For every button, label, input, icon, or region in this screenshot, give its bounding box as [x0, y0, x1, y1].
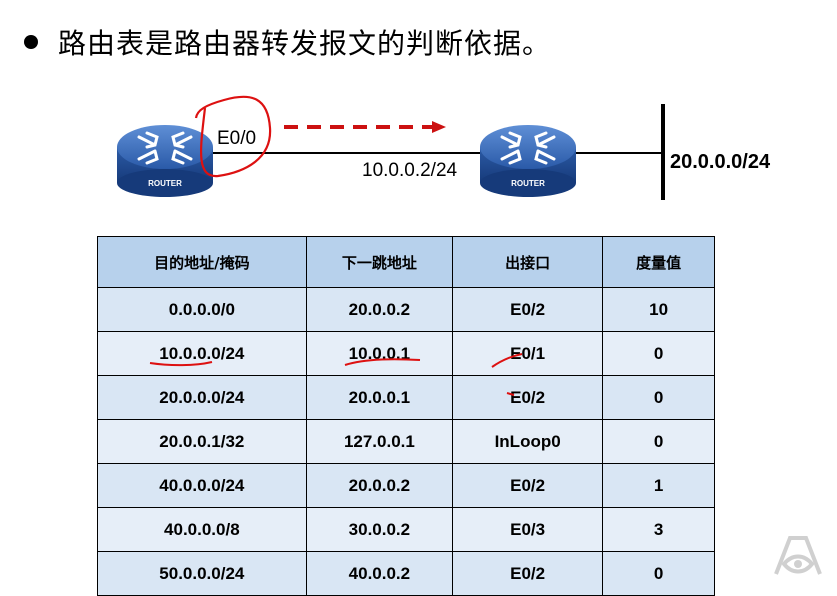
- heading-text: 路由表是路由器转发报文的判断依据。: [58, 27, 552, 60]
- interface-label: E0/0: [217, 128, 257, 149]
- table-row: 20.0.0.1/32 127.0.0.1 InLoop0 0: [97, 419, 715, 464]
- cell-destination: 40.0.0.0/24: [97, 463, 307, 508]
- cell-next-hop: 20.0.0.2: [305, 463, 454, 508]
- header-next-hop: 下一跳地址: [305, 236, 454, 288]
- cell-destination: 40.0.0.0/8: [97, 507, 307, 552]
- cell-next-hop: 20.0.0.1: [305, 375, 454, 420]
- router-right-icon: ROUTER: [480, 125, 576, 197]
- cell-destination: 20.0.0.1/32: [97, 419, 307, 464]
- cell-interface: E0/2: [452, 551, 604, 596]
- link-address-label: 10.0.0.2/24: [362, 160, 458, 181]
- header-metric: 度量值: [602, 236, 715, 288]
- table-header-row: 目的地址/掩码 下一跳地址 出接口 度量值: [97, 236, 715, 288]
- watermark-logo-icon: [774, 536, 822, 575]
- cell-interface: E0/3: [452, 507, 604, 552]
- cell-metric: 0: [602, 419, 715, 464]
- network-label: 20.0.0.0/24: [670, 151, 771, 173]
- cell-interface: E0/2: [452, 375, 604, 420]
- table-row: 10.0.0.0/24 10.0.0.1 E0/1 0: [97, 331, 715, 376]
- header-destination: 目的地址/掩码: [97, 236, 307, 288]
- bullet-dot: [24, 35, 38, 49]
- cell-next-hop: 127.0.0.1: [305, 419, 454, 464]
- forward-arrow-head: [432, 121, 446, 133]
- cell-interface: InLoop0: [452, 419, 604, 464]
- router-left-icon: ROUTER: [117, 125, 213, 197]
- interface-highlight-circle: [194, 95, 272, 178]
- router-left-label: ROUTER: [148, 179, 182, 188]
- cell-destination: 0.0.0.0/0: [97, 287, 307, 332]
- heading-line: 路由表是路由器转发报文的判断依据。: [24, 22, 551, 62]
- cell-destination: 50.0.0.0/24: [97, 551, 307, 596]
- cell-destination: 10.0.0.0/24: [97, 331, 307, 376]
- network-diagram: ROUTER ROUTER E0/0 10.0.0.2/24 20.0.0.0/…: [0, 0, 837, 230]
- cell-metric: 1: [602, 463, 715, 508]
- cell-next-hop: 40.0.0.2: [305, 551, 454, 596]
- table-row: 40.0.0.0/24 20.0.0.2 E0/2 1: [97, 463, 715, 508]
- table-row: 40.0.0.0/8 30.0.0.2 E0/3 3: [97, 507, 715, 552]
- cell-metric: 10: [602, 287, 715, 332]
- cell-interface: E0/1: [452, 331, 604, 376]
- cell-metric: 0: [602, 375, 715, 420]
- table-row: 0.0.0.0/0 20.0.0.2 E0/2 10: [97, 287, 715, 332]
- cell-next-hop: 10.0.0.1: [305, 331, 454, 376]
- cell-metric: 3: [602, 507, 715, 552]
- cell-next-hop: 30.0.0.2: [305, 507, 454, 552]
- topology-svg: ROUTER ROUTER: [117, 95, 665, 200]
- cell-next-hop: 20.0.0.2: [305, 287, 454, 332]
- table-row: 20.0.0.0/24 20.0.0.1 E0/2 0: [97, 375, 715, 420]
- routing-table: 目的地址/掩码 下一跳地址 出接口 度量值 0.0.0.0/0 20.0.0.2…: [97, 236, 715, 596]
- router-right-label: ROUTER: [511, 179, 545, 188]
- cell-interface: E0/2: [452, 463, 604, 508]
- cell-interface: E0/2: [452, 287, 604, 332]
- header-interface: 出接口: [452, 236, 604, 288]
- cell-metric: 0: [602, 551, 715, 596]
- cell-metric: 0: [602, 331, 715, 376]
- table-row: 50.0.0.0/24 40.0.0.2 E0/2 0: [97, 551, 715, 596]
- cell-destination: 20.0.0.0/24: [97, 375, 307, 420]
